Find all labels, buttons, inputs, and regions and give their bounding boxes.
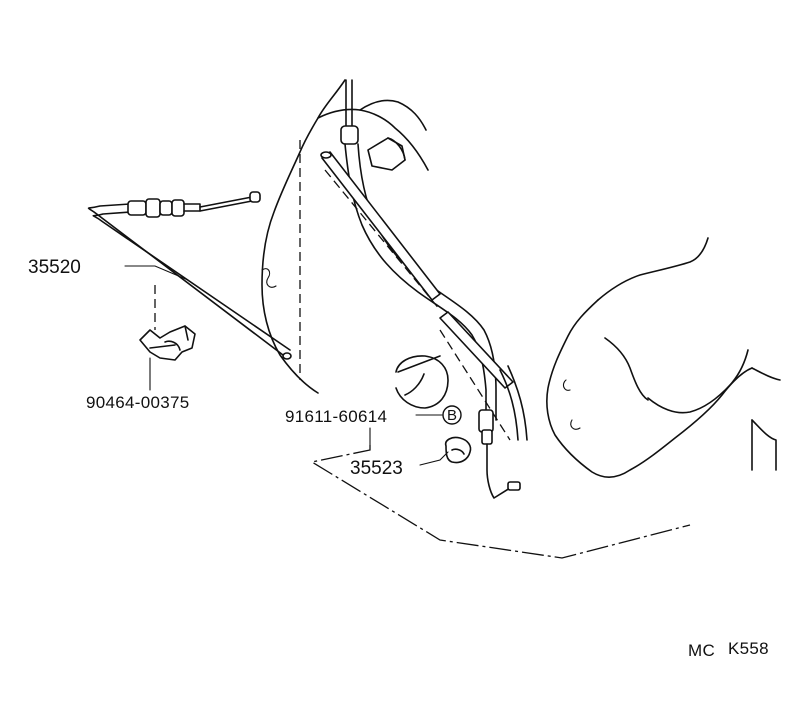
label-pin: 91611-60614: [285, 407, 387, 426]
diagram-code-right: K558: [728, 639, 769, 658]
transmission-cable: [320, 79, 528, 499]
leader-lines: [124, 265, 449, 466]
label-grommet: 35523: [350, 458, 403, 479]
phantom-line: [310, 445, 691, 559]
diagram-code-left: MC: [688, 641, 715, 660]
label-clamp: 90464-00375: [86, 393, 190, 412]
cable-left-branch: [87, 191, 292, 360]
reference-lines: [154, 140, 511, 441]
clamp-part: [139, 325, 196, 361]
grommet-part: [444, 436, 472, 464]
ref-mark-b: B: [442, 405, 462, 425]
ref-mark-b-letter: B: [447, 407, 457, 424]
label-cable-assy: 35520: [28, 257, 81, 278]
transmission-housing: [261, 79, 781, 478]
